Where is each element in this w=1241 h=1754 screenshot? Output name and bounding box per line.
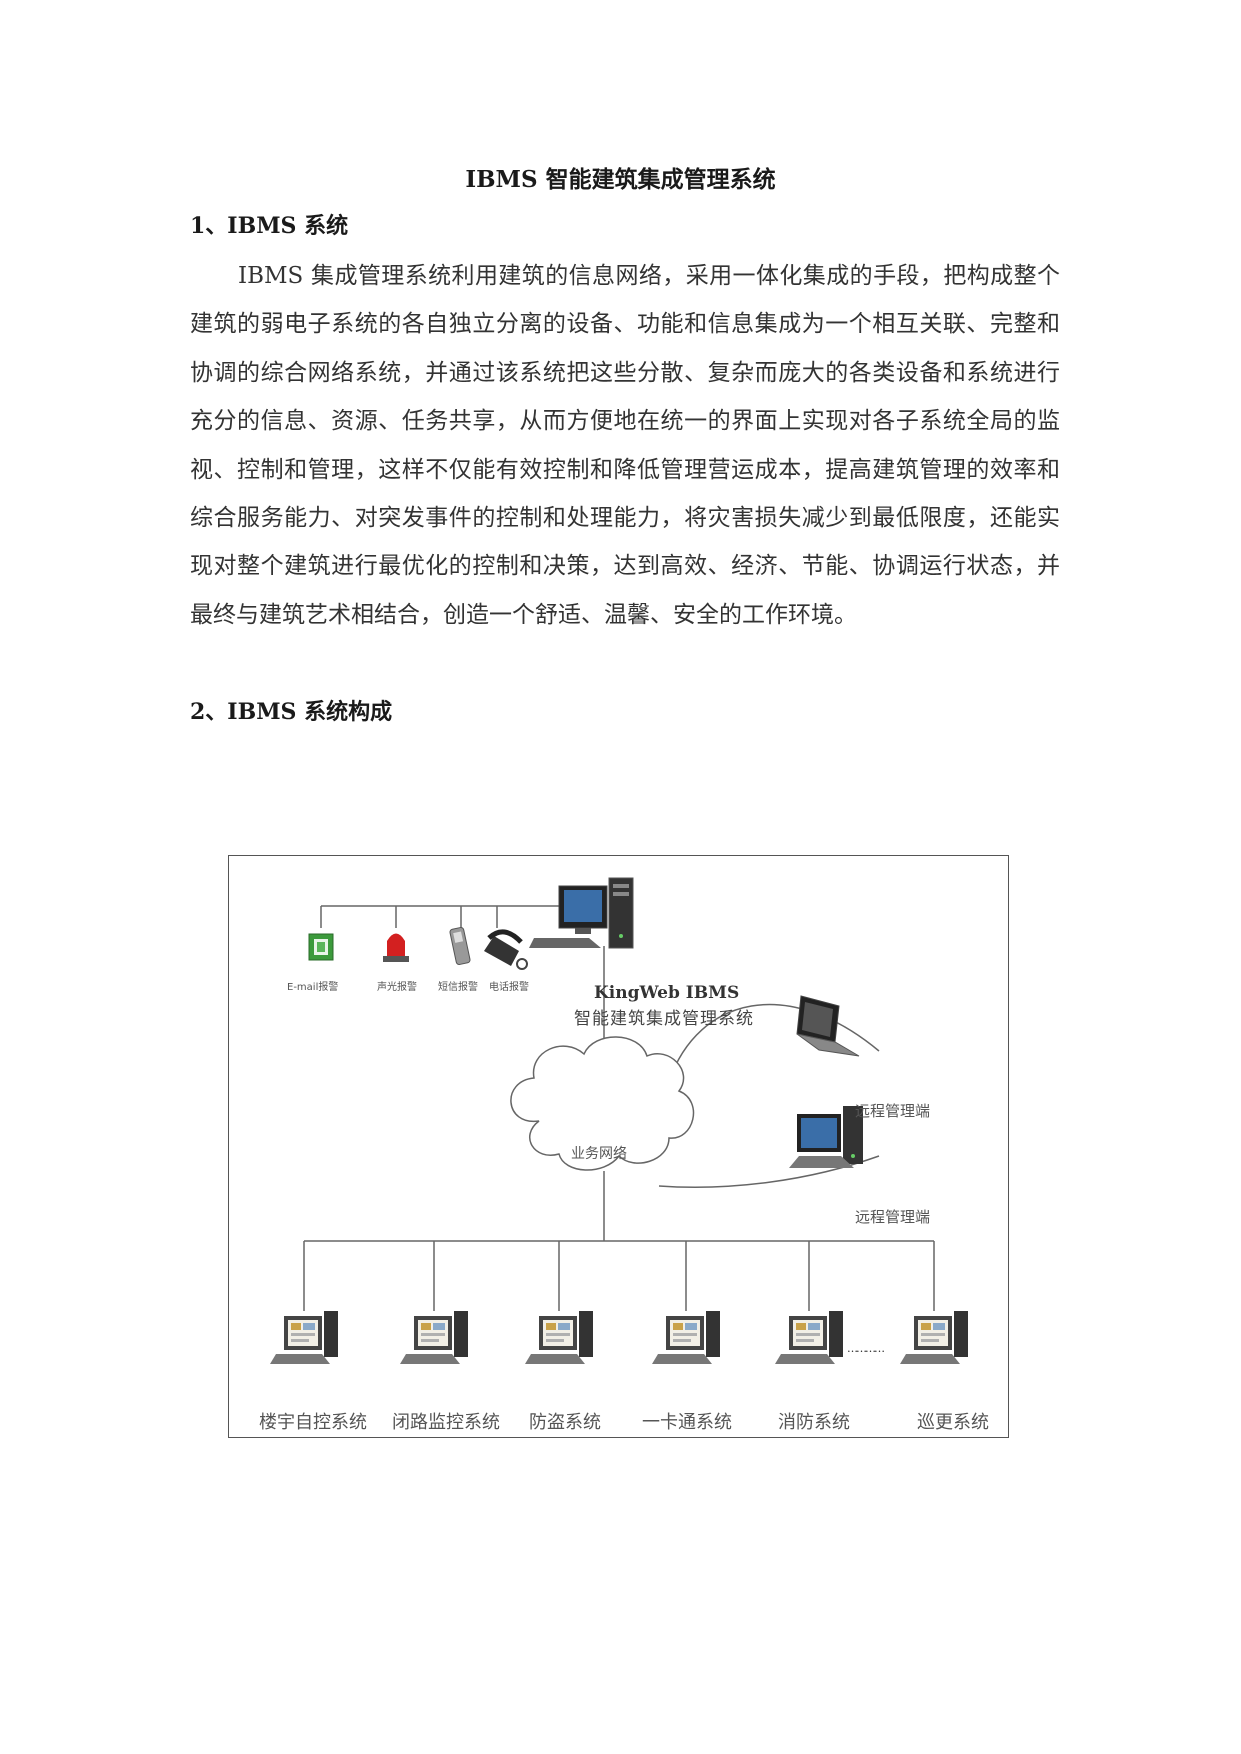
subsystem-label: 消防系统 bbox=[778, 1412, 850, 1433]
brand-label: KingWeb IBMS bbox=[594, 983, 740, 1003]
workstation-icon bbox=[775, 1311, 843, 1364]
server-computer-icon bbox=[529, 877, 634, 949]
siren-alarm-icon bbox=[383, 933, 409, 962]
section-heading-1: 1、IBMS 系统 bbox=[190, 213, 349, 239]
remote-link-1 bbox=[668, 1003, 880, 1082]
workstation-icon bbox=[652, 1311, 720, 1364]
subsystem-computers bbox=[270, 1311, 968, 1364]
alarm-label-sms: 短信报警 bbox=[438, 982, 478, 993]
alarm-label-phone: 电话报警 bbox=[489, 982, 529, 993]
subsystem-label: 楼宇自控系统 bbox=[259, 1412, 367, 1433]
more-systems-ellipsis: ………… bbox=[847, 1342, 885, 1355]
body-paragraph: IBMS 集成管理系统利用建筑的信息网络，采用一体化集成的手段，把构成整个建筑的… bbox=[190, 263, 1060, 628]
laptop-icon bbox=[796, 995, 860, 1057]
mobile-phone-icon bbox=[449, 926, 471, 966]
telephone-icon bbox=[484, 929, 528, 970]
subsystem-label: 闭路监控系统 bbox=[392, 1412, 500, 1433]
email-alarm-icon bbox=[308, 933, 334, 961]
diagram-graphics bbox=[270, 877, 968, 1364]
subsystem-label: 防盗系统 bbox=[529, 1412, 601, 1433]
subsystem-label: 一卡通系统 bbox=[642, 1412, 732, 1433]
document-title: IBMS 智能建筑集成管理系统 bbox=[465, 166, 776, 193]
ibms-architecture-diagram: KingWeb IBMS 智能建筑集成管理系统 E-mail报警 声光报警 短信… bbox=[228, 855, 1009, 1438]
remote-desktop-icon bbox=[789, 1106, 863, 1168]
alarm-bus bbox=[320, 905, 599, 928]
workstation-icon bbox=[900, 1311, 968, 1364]
network-cloud-icon bbox=[510, 1036, 695, 1171]
remote-link-2 bbox=[658, 1155, 880, 1188]
remote-label-1: 远程管理端 bbox=[855, 1102, 931, 1120]
brand-subtitle: 智能建筑集成管理系统 bbox=[574, 1009, 754, 1029]
subsystem-label: 巡更系统 bbox=[917, 1412, 989, 1433]
alarm-label-siren: 声光报警 bbox=[377, 982, 417, 993]
network-label: 业务网络 bbox=[571, 1146, 627, 1162]
workstation-icon bbox=[525, 1311, 593, 1364]
remote-label-2: 远程管理端 bbox=[855, 1208, 931, 1226]
workstation-icon bbox=[400, 1311, 468, 1364]
alarm-label-email: E-mail报警 bbox=[287, 982, 339, 993]
section-heading-2: 2、IBMS 系统构成 bbox=[190, 699, 393, 725]
subsystem-bus bbox=[303, 1240, 935, 1311]
workstation-icon bbox=[270, 1311, 338, 1364]
